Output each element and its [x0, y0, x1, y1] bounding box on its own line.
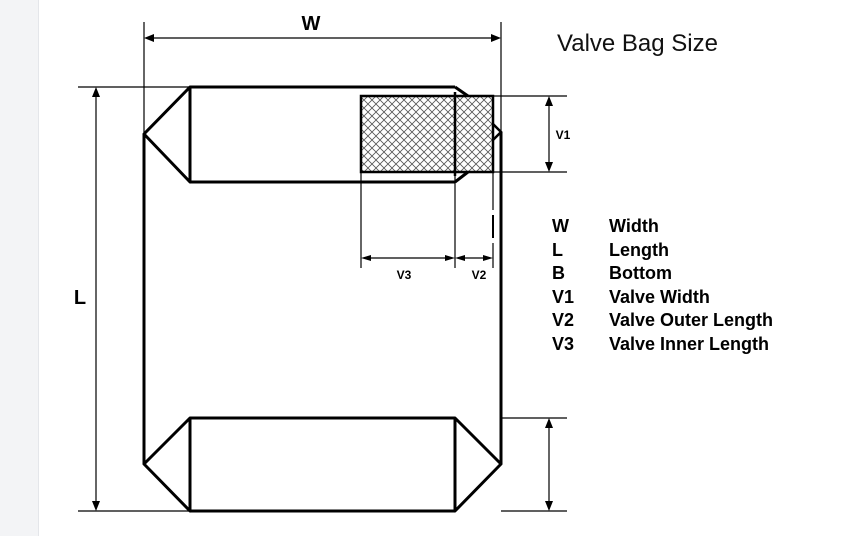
label-v2: V2 [472, 268, 487, 282]
l-arrow-top [92, 87, 100, 97]
top-gusset-right-diagonal-upper [454, 85, 469, 98]
bag-outline [142, 85, 503, 513]
v1-arrow-top [545, 96, 553, 106]
legend-description: Valve Width [609, 286, 710, 307]
legend-code: V1 [552, 286, 575, 307]
legend-description: Bottom [609, 263, 672, 284]
legend: W Width L Length B Bottom V1 Valve Width… [552, 216, 852, 358]
legend-description: Valve Inner Length [609, 333, 770, 354]
label-w: W [302, 13, 321, 35]
bottom-arrow-bottom [545, 501, 553, 511]
label-v1: V1 [556, 128, 571, 142]
diagram-title: Valve Bag Size [557, 30, 718, 57]
valve-inner-hatched-area [359, 94, 495, 174]
w-arrow-left [144, 34, 154, 42]
legend-code: B [552, 263, 565, 284]
legend-item: L Length [552, 240, 852, 264]
l-arrow-bottom [92, 501, 100, 511]
top-gusset-left-triangle [142, 85, 192, 184]
v1-arrow-bottom [545, 162, 553, 172]
legend-code: V2 [552, 310, 575, 331]
legend-code: W [552, 216, 569, 236]
legend-description: Width [609, 216, 659, 236]
legend-item: B Bottom [552, 263, 852, 287]
legend-description: Length [609, 239, 669, 260]
v2-arrow-right [483, 255, 493, 261]
legend-item: V1 Valve Width [552, 287, 852, 311]
legend-description: Valve Outer Length [609, 310, 774, 331]
v3-arrow-right [445, 255, 455, 261]
valve [359, 92, 503, 238]
legend-item: W Width [552, 216, 852, 240]
v2-arrow-left [455, 255, 465, 261]
arrowheads [92, 34, 553, 511]
left-margin-strip [0, 0, 39, 536]
bottom-arrow-top [545, 418, 553, 428]
bottom-gusset-right-triangle [453, 416, 503, 513]
legend-code: V3 [552, 333, 575, 354]
bottom-gusset-left-triangle [142, 416, 192, 513]
label-l: L [74, 287, 86, 309]
legend-item: V3 Valve Inner Length [552, 334, 852, 358]
label-v3: V3 [397, 268, 412, 282]
v3-arrow-left [361, 255, 371, 261]
legend-code: L [552, 239, 563, 260]
legend-item: V2 Valve Outer Length [552, 310, 852, 334]
w-arrow-right [491, 34, 501, 42]
top-gusset-right-diagonal-lower [454, 170, 469, 184]
